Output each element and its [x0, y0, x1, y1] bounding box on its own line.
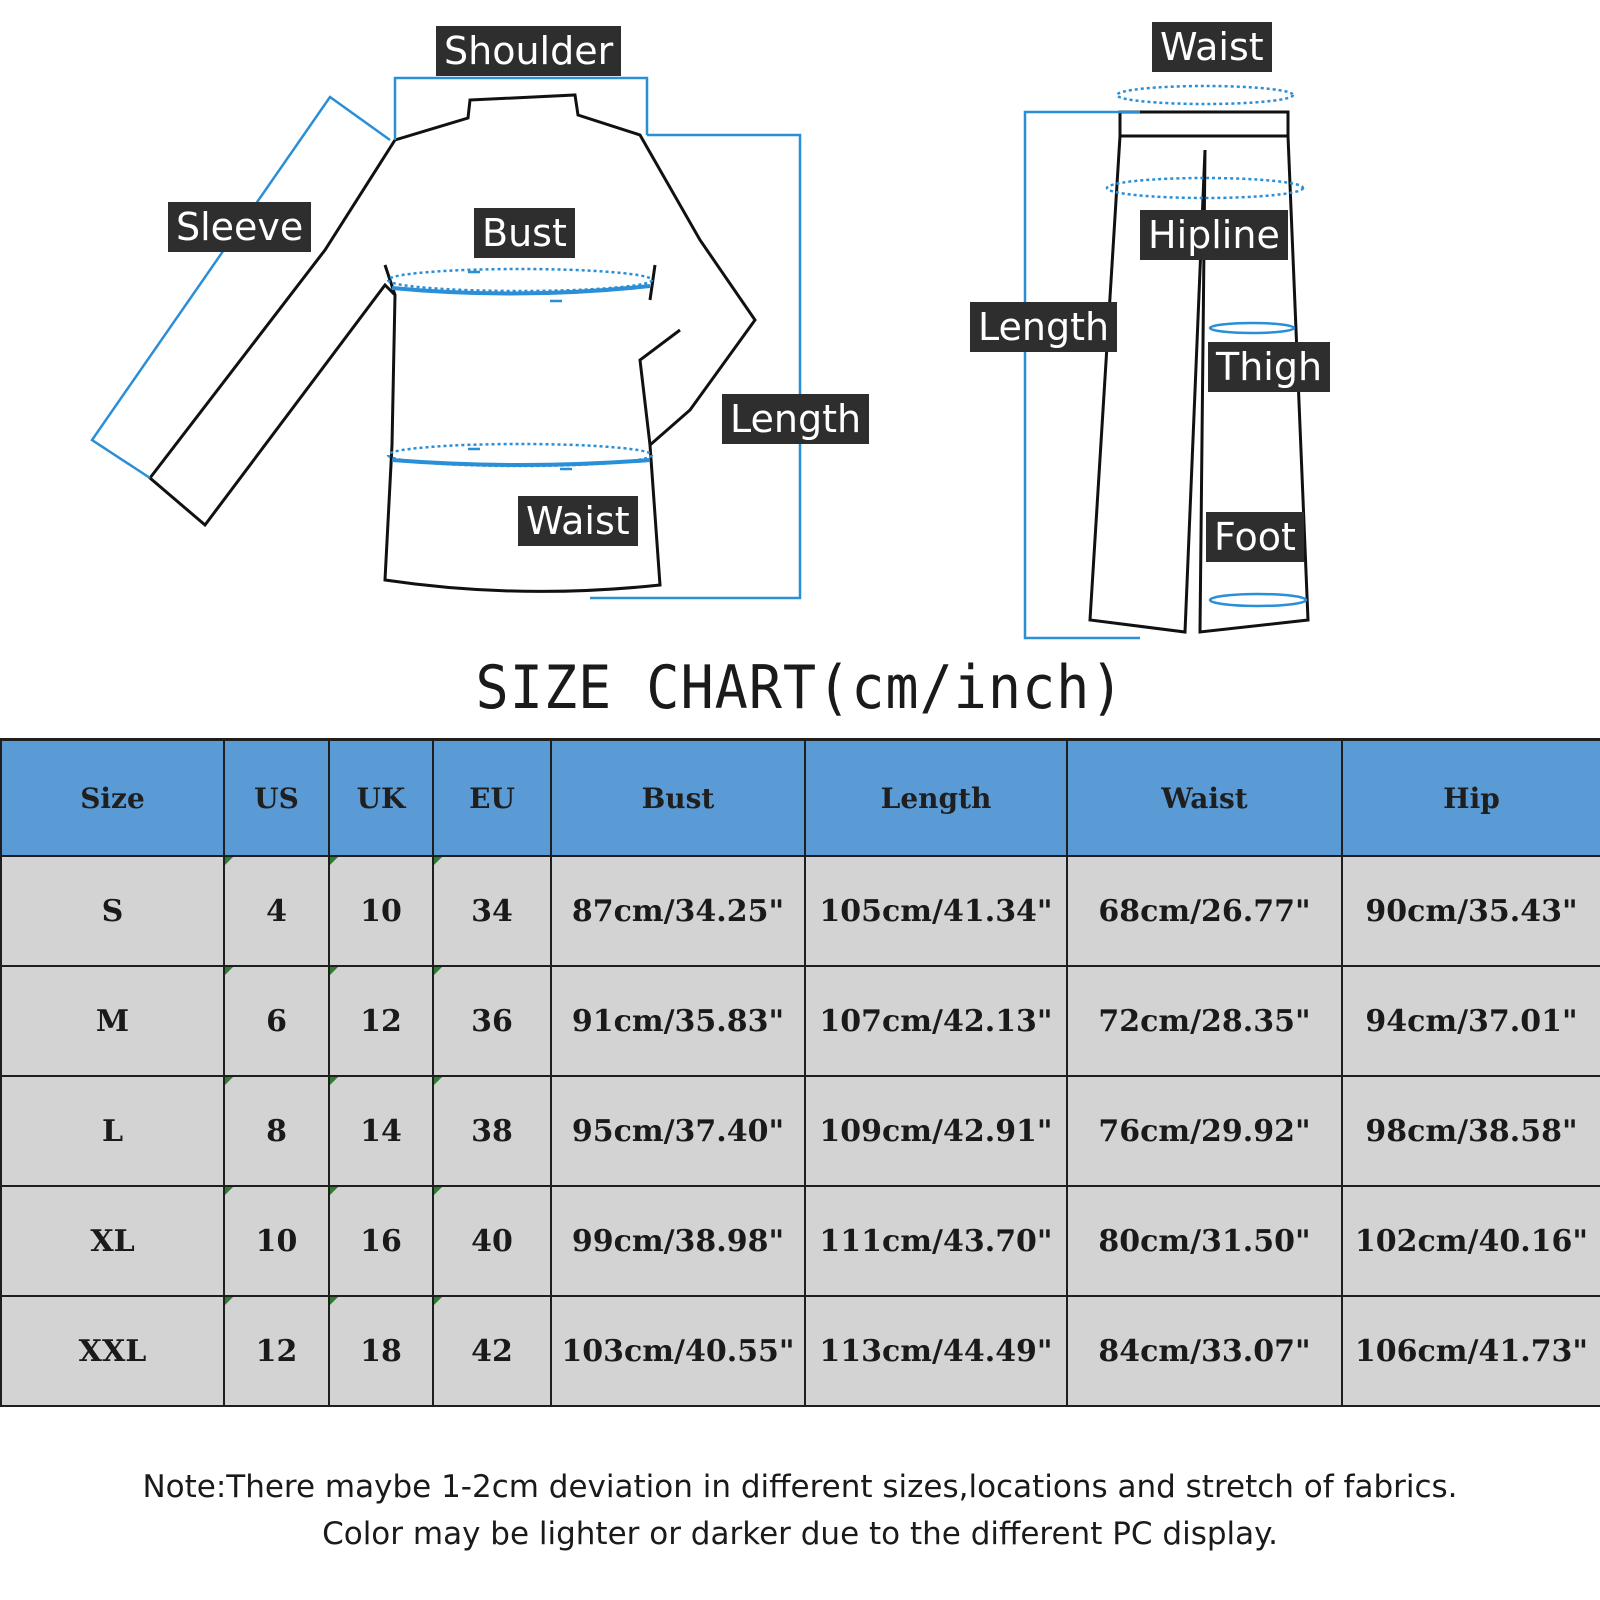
top-outline	[147, 93, 757, 593]
pants-measure-lines	[1023, 84, 1308, 640]
table-cell: L	[0, 1075, 225, 1187]
table-cell: 72cm/28.35"	[1066, 965, 1343, 1077]
table-row: S 4 10 34 87cm/34.25" 105cm/41.34" 68cm/…	[0, 855, 1600, 967]
label-thigh: Thigh	[1208, 342, 1331, 392]
label-top-waist: Waist	[518, 496, 638, 546]
label-shoulder: Shoulder	[436, 26, 622, 76]
table-cell: 10	[223, 1185, 330, 1297]
table-cell: 98cm/38.58"	[1341, 1075, 1600, 1187]
table-cell: S	[0, 855, 225, 967]
table-cell: 10	[328, 855, 434, 967]
label-pants-length: Length	[970, 302, 1118, 352]
table-cell: 40	[432, 1185, 552, 1297]
size-chart-title: SIZE CHART(cm/inch)	[475, 653, 1125, 723]
table-cell: 106cm/41.73"	[1341, 1295, 1600, 1407]
table-cell: 111cm/43.70"	[804, 1185, 1068, 1297]
table-cell: 4	[223, 855, 330, 967]
measurement-diagram: Shoulder Sleeve Bust Length Waist Waist …	[0, 0, 1600, 660]
label-sleeve: Sleeve	[168, 202, 312, 252]
table-cell: 6	[223, 965, 330, 1077]
table-cell: 34	[432, 855, 552, 967]
table-cell: 16	[328, 1185, 434, 1297]
size-table: Size US UK EU Bust Length Waist Hip S 4 …	[0, 738, 1600, 1407]
header-waist: Waist	[1066, 738, 1343, 857]
table-cell: XXL	[0, 1295, 225, 1407]
table-cell: 99cm/38.98"	[550, 1185, 806, 1297]
table-cell: 107cm/42.13"	[804, 965, 1068, 1077]
header-eu: EU	[432, 738, 552, 857]
table-row: M 6 12 36 91cm/35.83" 107cm/42.13" 72cm/…	[0, 965, 1600, 1077]
header-size: Size	[0, 738, 225, 857]
table-cell: 91cm/35.83"	[550, 965, 806, 1077]
label-hipline: Hipline	[1140, 210, 1288, 260]
header-us: US	[223, 738, 330, 857]
header-length: Length	[804, 738, 1068, 857]
label-pants-waist: Waist	[1152, 22, 1272, 72]
table-cell: 18	[328, 1295, 434, 1407]
table-cell: 12	[223, 1295, 330, 1407]
label-bust: Bust	[474, 208, 575, 258]
garment-illustration	[90, 76, 1310, 640]
table-cell: 90cm/35.43"	[1341, 855, 1600, 967]
table-cell: 36	[432, 965, 552, 1077]
label-foot: Foot	[1206, 512, 1304, 562]
table-cell: 95cm/37.40"	[550, 1075, 806, 1187]
table-cell: 113cm/44.49"	[804, 1295, 1068, 1407]
label-top-length: Length	[722, 394, 870, 444]
table-cell: 68cm/26.77"	[1066, 855, 1343, 967]
table-cell: 102cm/40.16"	[1341, 1185, 1600, 1297]
table-cell: 109cm/42.91"	[804, 1075, 1068, 1187]
table-cell: 12	[328, 965, 434, 1077]
table-cell: 76cm/29.92"	[1066, 1075, 1343, 1187]
header-bust: Bust	[550, 738, 806, 857]
table-cell: 94cm/37.01"	[1341, 965, 1600, 1077]
table-row: XL 10 16 40 99cm/38.98" 111cm/43.70" 80c…	[0, 1185, 1600, 1297]
table-cell: 84cm/33.07"	[1066, 1295, 1343, 1407]
table-cell: 8	[223, 1075, 330, 1187]
table-cell: 105cm/41.34"	[804, 855, 1068, 967]
table-cell: XL	[0, 1185, 225, 1297]
note-line-1: Note:There maybe 1-2cm deviation in diff…	[142, 1469, 1458, 1505]
table-cell: 14	[328, 1075, 434, 1187]
table-cell: 42	[432, 1295, 552, 1407]
table-cell: M	[0, 965, 225, 1077]
table-row: XXL 12 18 42 103cm/40.55" 113cm/44.49" 8…	[0, 1295, 1600, 1407]
table-cell: 87cm/34.25"	[550, 855, 806, 967]
table-row: L 8 14 38 95cm/37.40" 109cm/42.91" 76cm/…	[0, 1075, 1600, 1187]
table-cell: 38	[432, 1075, 552, 1187]
note-line-2: Color may be lighter or darker due to th…	[322, 1516, 1278, 1552]
table-cell: 103cm/40.55"	[550, 1295, 806, 1407]
top-measure-lines	[90, 76, 802, 600]
header-uk: UK	[328, 738, 434, 857]
header-hip: Hip	[1341, 738, 1600, 857]
table-header-row: Size US UK EU Bust Length Waist Hip	[0, 738, 1600, 857]
disclaimer-note: Note:There maybe 1-2cm deviation in diff…	[0, 1464, 1600, 1558]
table-cell: 80cm/31.50"	[1066, 1185, 1343, 1297]
